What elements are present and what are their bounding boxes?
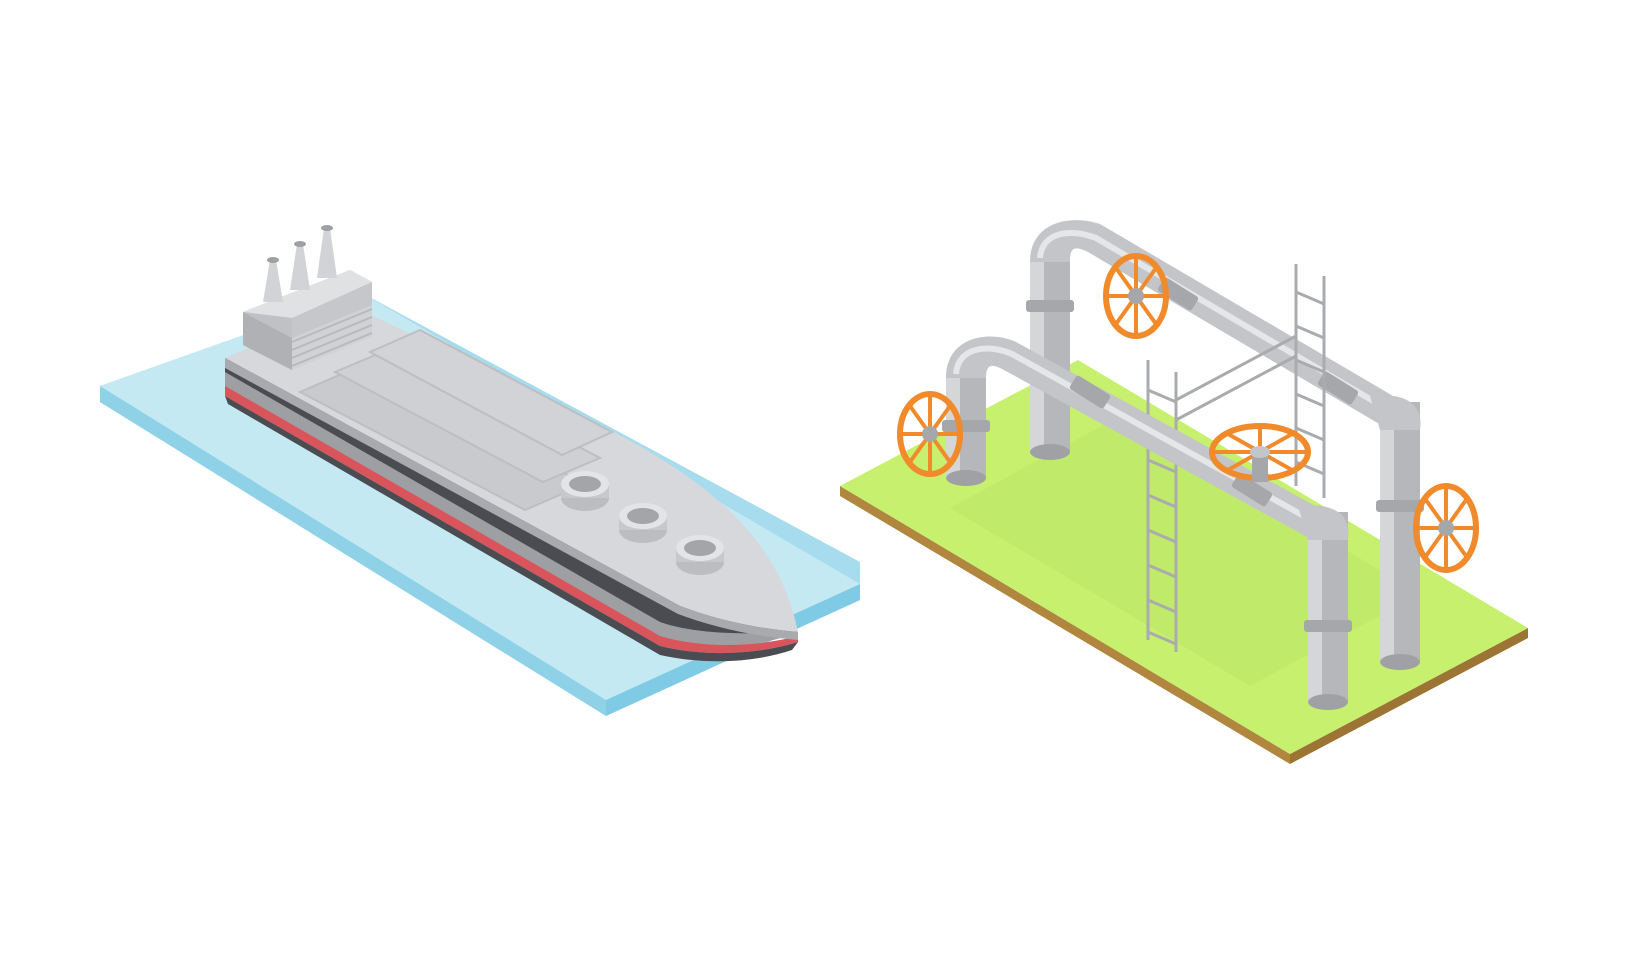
valve-wheel-middle	[1209, 423, 1311, 482]
ship-chimneys	[263, 225, 337, 302]
valve-wheel-top	[1103, 253, 1169, 339]
valve-wheel-right	[1413, 483, 1479, 573]
back-pipe	[1026, 220, 1424, 670]
pipeline-valves-icon	[840, 220, 1528, 764]
valve-wheel-left	[897, 391, 963, 477]
valve-wheels	[897, 253, 1479, 573]
grass-base	[840, 360, 1528, 764]
deck-tank-openings	[561, 471, 724, 575]
front-pipe	[942, 336, 1352, 710]
ship-deck	[225, 305, 798, 640]
tanker-ship-icon	[100, 225, 860, 716]
pipe-ladders	[1146, 264, 1326, 652]
ship-superstructure	[243, 270, 373, 370]
